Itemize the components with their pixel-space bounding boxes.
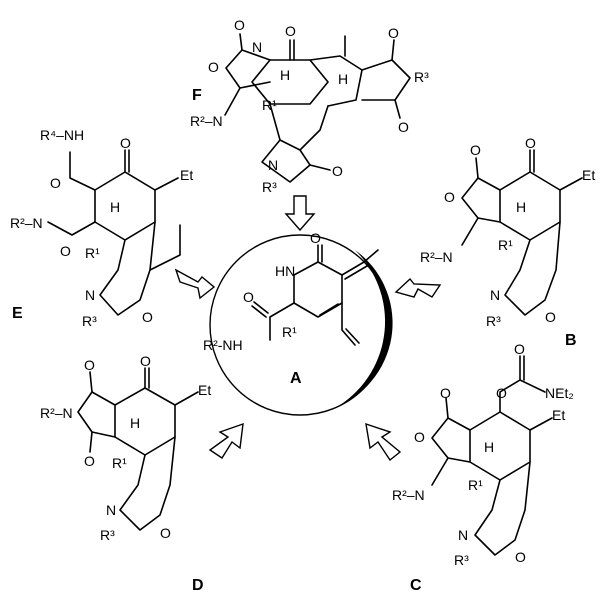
e-o-3: O	[60, 243, 71, 259]
arrow-from-e	[174, 268, 216, 300]
c-imine: R²–N	[392, 487, 425, 503]
e-o-2: O	[120, 135, 131, 151]
b-r1: R¹	[498, 237, 513, 253]
arrow-from-b	[394, 277, 442, 298]
b-et: Et	[582, 167, 595, 183]
compound-a: HN O O R²-NH R¹ A	[203, 230, 379, 387]
e-r1: R¹	[85, 245, 100, 261]
c-n: N	[458, 527, 468, 543]
c-o-bottom: O	[515, 549, 526, 565]
c-o-ring: O	[414, 429, 425, 445]
e-h: H	[110, 199, 120, 215]
d-o-1: O	[84, 357, 95, 373]
f-compound-label: F	[192, 87, 202, 104]
e-o-4: O	[142, 309, 153, 325]
compound-d: O O Et R²–N O H R¹ N R³ O D	[40, 353, 211, 594]
f-imine: R²–N	[190, 113, 223, 129]
a-hn-label: HN	[275, 263, 295, 279]
d-r1: R¹	[112, 455, 127, 471]
e-n: N	[85, 287, 95, 303]
b-compound-label: B	[565, 332, 577, 349]
a-compound-label: A	[290, 370, 302, 387]
c-compound-label: C	[410, 577, 422, 594]
c-r1: R¹	[468, 477, 483, 493]
c-h: H	[484, 439, 494, 455]
f-n: N	[252, 39, 262, 55]
b-h: H	[516, 199, 526, 215]
f-h-1: H	[280, 67, 290, 83]
arrow-from-d	[208, 422, 244, 459]
c-r3: R³	[454, 552, 469, 568]
c-o-top: O	[514, 341, 525, 357]
d-h: H	[130, 415, 140, 431]
c-et: Et	[552, 407, 565, 423]
d-r3: R³	[100, 527, 115, 543]
c-o-1: O	[440, 385, 451, 401]
compound-f: O O O N O O R³ R²–N H H R¹ N R³ O F	[190, 17, 429, 195]
a-amide-label: R²-NH	[203, 337, 243, 353]
compound-c: O O NEt₂ O Et O R²–N H R¹ N R³ O C	[392, 341, 574, 594]
a-r1-label: R¹	[282, 324, 297, 340]
d-o-4: O	[160, 525, 171, 541]
e-et: Et	[180, 167, 193, 183]
f-o-right: O	[388, 25, 399, 41]
arrow-from-f	[284, 195, 316, 232]
arrow-from-c	[365, 422, 402, 462]
f-r3-bottom: R³	[262, 179, 277, 195]
b-o-3: O	[545, 309, 556, 325]
f-n-bottom: N	[268, 157, 278, 173]
a-o-label: O	[310, 230, 321, 246]
f-h-2: H	[338, 71, 348, 87]
central-circle	[209, 234, 393, 416]
d-o-2: O	[140, 353, 151, 369]
d-compound-label: D	[192, 577, 204, 594]
c-o-link: O	[496, 385, 507, 401]
b-r3: R³	[486, 313, 501, 329]
f-r1: R¹	[262, 97, 277, 113]
a-o-label-2: O	[243, 289, 254, 305]
e-amide: R²–N	[10, 215, 43, 231]
d-et: Et	[198, 382, 211, 398]
f-o-right-2: O	[398, 119, 409, 135]
f-o-ring: O	[208, 59, 219, 75]
b-o-ring: O	[444, 189, 455, 205]
e-r3: R³	[82, 313, 97, 329]
compound-b: O O O Et R²–N H R¹ N R³ O B	[420, 135, 595, 349]
b-imine: R²–N	[420, 249, 453, 265]
e-compound-label: E	[12, 305, 23, 322]
d-n: R²–N	[40, 405, 73, 421]
b-o-2: O	[525, 135, 536, 151]
e-o-1: O	[50, 175, 61, 191]
e-r4-nh: R⁴–NH	[40, 127, 84, 143]
c-carbamate: NEt₂	[545, 385, 574, 401]
d-o-3: O	[84, 453, 95, 469]
f-o-top: O	[285, 23, 296, 39]
b-o-1: O	[470, 142, 481, 158]
d-n-bottom: N	[106, 502, 116, 518]
f-o-left: O	[234, 17, 245, 33]
compound-e: R⁴–NH O O Et R²–N O H R¹ N R³ O E	[10, 127, 193, 329]
f-o-bottom: O	[332, 163, 343, 179]
f-r3-right: R³	[414, 69, 429, 85]
b-n: N	[490, 287, 500, 303]
